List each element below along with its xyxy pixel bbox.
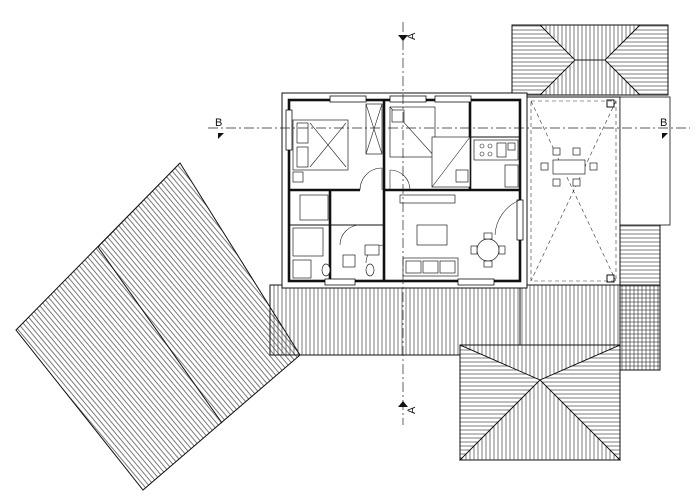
- closet: [299, 194, 329, 221]
- single-bed-1: [389, 106, 436, 158]
- sofa: [402, 257, 459, 277]
- bathroom-fixtures: [292, 227, 380, 279]
- section-b-left-label: B: [215, 117, 222, 129]
- section-a-bottom-label: A: [406, 406, 418, 414]
- roof-bottom-strip: [269, 284, 521, 356]
- tv-console: [399, 194, 456, 204]
- terrace: [526, 96, 671, 286]
- kitchen: [473, 139, 519, 188]
- section-line-b: [208, 127, 690, 139]
- roof-top-right: [511, 24, 669, 96]
- section-b-right-label: B: [660, 117, 667, 129]
- single-bed-2: [431, 136, 471, 188]
- section-a-top-label: A: [406, 32, 418, 40]
- house: [281, 92, 528, 289]
- roof-bottom-right: [459, 344, 621, 461]
- terrace-dining-table: [540, 147, 598, 187]
- roof-left-rotated: [15, 162, 301, 491]
- coffee-table: [416, 224, 448, 246]
- round-table: [470, 232, 506, 268]
- section-line-a: [398, 22, 408, 425]
